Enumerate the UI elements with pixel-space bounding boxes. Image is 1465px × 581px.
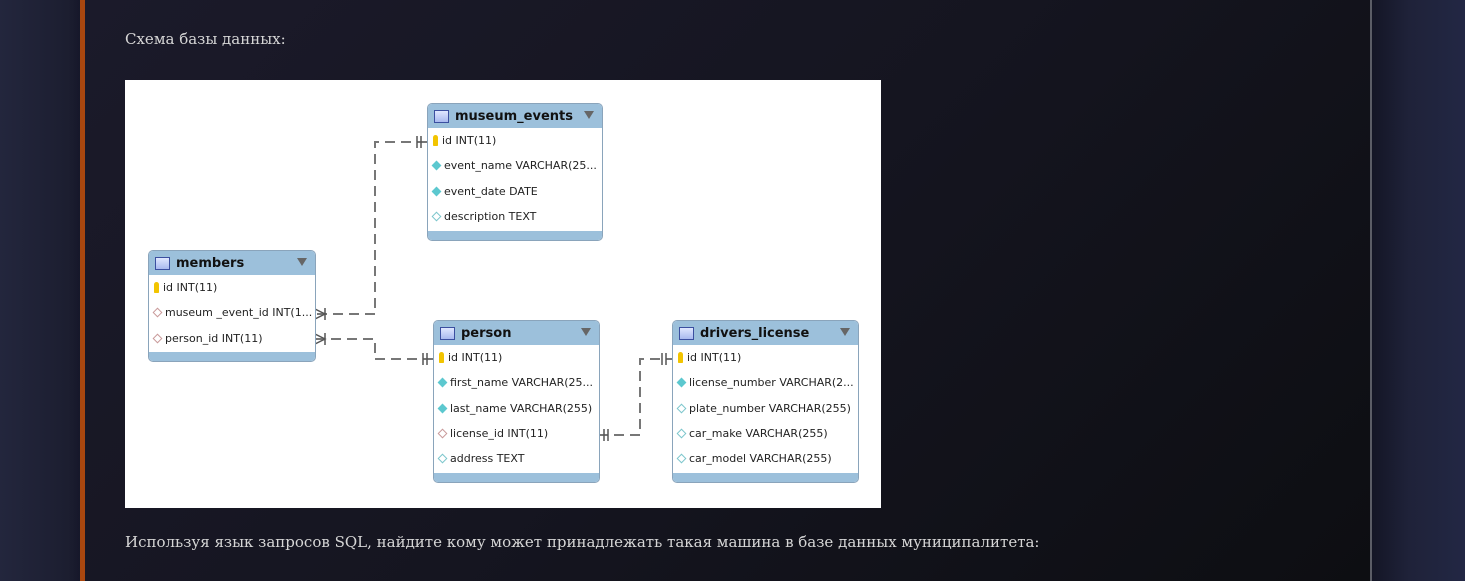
key-icon xyxy=(439,352,444,364)
diamond-icon xyxy=(152,307,163,318)
table-header[interactable]: drivers_license xyxy=(673,321,858,345)
column-text: id INT(11) xyxy=(163,281,218,295)
table-column[interactable]: event_date DATE xyxy=(428,179,602,204)
column-text: license_id INT(11) xyxy=(450,427,549,441)
right-background xyxy=(1372,0,1465,581)
column-text: id INT(11) xyxy=(442,134,497,148)
diamond-icon xyxy=(152,333,163,344)
table-header[interactable]: person xyxy=(434,321,599,345)
table-column[interactable]: event_name VARCHAR(25... xyxy=(428,153,602,178)
table-footer xyxy=(428,231,602,240)
table-column[interactable]: id INT(11) xyxy=(673,345,858,370)
column-text: event_date DATE xyxy=(444,184,538,198)
table-footer xyxy=(149,352,315,361)
diamond-icon xyxy=(676,428,687,439)
column-text: car_make VARCHAR(255) xyxy=(689,427,828,441)
diamond-icon xyxy=(676,377,687,388)
table-column[interactable]: license_number VARCHAR(2... xyxy=(673,370,858,395)
column-text: address TEXT xyxy=(450,452,525,466)
table-column[interactable]: first_name VARCHAR(25... xyxy=(434,370,599,395)
chevron-down-icon[interactable] xyxy=(840,328,850,336)
chevron-down-icon[interactable] xyxy=(297,258,307,266)
diamond-icon xyxy=(676,403,687,414)
table-name: museum_events xyxy=(455,108,573,124)
table-column[interactable]: person_id INT(11) xyxy=(149,326,315,351)
diamond-icon xyxy=(437,453,448,464)
left-background xyxy=(0,0,80,581)
table-icon xyxy=(434,109,449,123)
rel-members-person xyxy=(315,338,433,360)
column-text: plate_number VARCHAR(255) xyxy=(689,401,851,415)
table-icon xyxy=(155,256,170,270)
table-header[interactable]: members xyxy=(149,251,315,275)
table-column[interactable]: address TEXT xyxy=(434,446,599,471)
rel-person-drivers-license xyxy=(598,358,672,436)
table-name: person xyxy=(461,325,512,341)
column-text: first_name VARCHAR(25... xyxy=(450,376,594,390)
diamond-icon xyxy=(437,377,448,388)
right-divider xyxy=(1370,0,1372,581)
diamond-icon xyxy=(437,428,448,439)
chevron-down-icon[interactable] xyxy=(584,111,594,119)
column-text: last_name VARCHAR(255) xyxy=(450,401,593,415)
table-person[interactable]: person id INT(11) first_name VARCHAR(25...… xyxy=(433,320,600,483)
table-column[interactable]: license_id INT(11) xyxy=(434,421,599,446)
column-text: id INT(11) xyxy=(448,351,503,365)
table-column[interactable]: id INT(11) xyxy=(428,128,602,153)
table-column[interactable]: plate_number VARCHAR(255) xyxy=(673,396,858,421)
diamond-icon xyxy=(437,403,448,414)
column-text: id INT(11) xyxy=(687,351,742,365)
left-accent-bar xyxy=(80,0,85,581)
table-header[interactable]: museum_events xyxy=(428,104,602,128)
schema-label: Схема базы данных: xyxy=(125,30,286,48)
table-column[interactable]: museum _event_id INT(1... xyxy=(149,300,315,325)
table-icon xyxy=(679,326,694,340)
diamond-icon xyxy=(676,453,687,464)
rel-members-museum-events xyxy=(315,141,427,315)
table-footer xyxy=(673,473,858,482)
key-icon xyxy=(678,352,683,364)
relationship-lines xyxy=(314,136,672,441)
column-text: description TEXT xyxy=(444,210,537,224)
diamond-icon xyxy=(431,186,442,197)
diamond-icon xyxy=(431,211,442,222)
column-text: person_id INT(11) xyxy=(165,331,263,345)
column-text: car_model VARCHAR(255) xyxy=(689,452,832,466)
table-column[interactable]: id INT(11) xyxy=(434,345,599,370)
table-name: drivers_license xyxy=(700,325,810,341)
table-column[interactable]: car_make VARCHAR(255) xyxy=(673,421,858,446)
task-text: Используя язык запросов SQL, найдите ком… xyxy=(125,533,1040,551)
column-text: license_number VARCHAR(2... xyxy=(689,376,854,390)
table-name: members xyxy=(176,255,245,271)
table-column[interactable]: car_model VARCHAR(255) xyxy=(673,446,858,471)
table-icon xyxy=(440,326,455,340)
column-text: museum _event_id INT(1... xyxy=(165,306,313,320)
diamond-icon xyxy=(431,160,442,171)
table-column[interactable]: id INT(11) xyxy=(149,275,315,300)
table-footer xyxy=(434,473,599,482)
table-members[interactable]: members id INT(11) museum _event_id INT(1.… xyxy=(148,250,316,362)
chevron-down-icon[interactable] xyxy=(581,328,591,336)
table-column[interactable]: last_name VARCHAR(255) xyxy=(434,396,599,421)
key-icon xyxy=(154,282,159,294)
column-text: event_name VARCHAR(25... xyxy=(444,159,597,173)
table-column[interactable]: description TEXT xyxy=(428,204,602,229)
key-icon xyxy=(433,135,438,147)
